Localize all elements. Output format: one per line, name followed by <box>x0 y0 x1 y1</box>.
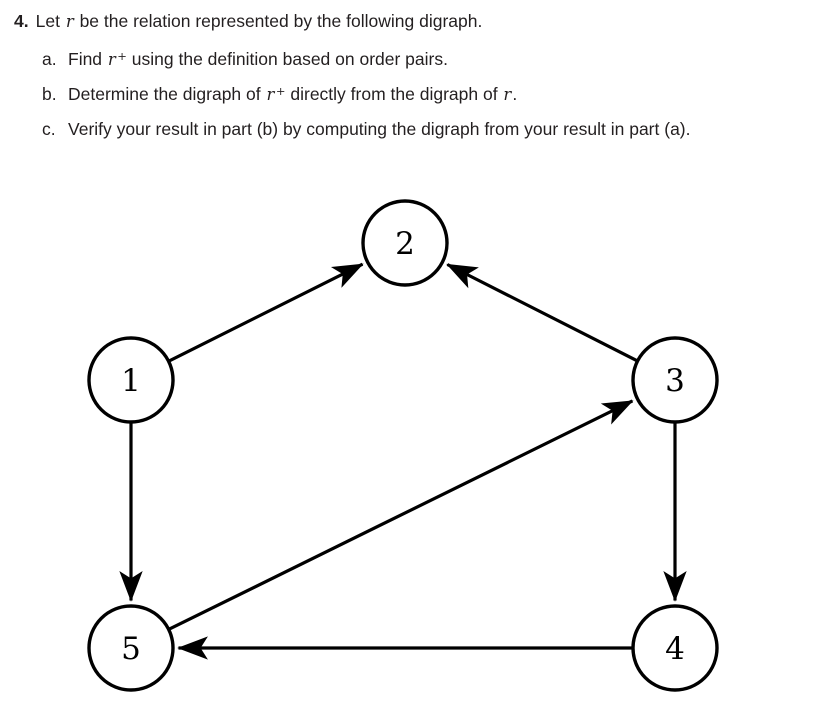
digraph-figure: 1 2 3 4 5 <box>0 188 828 714</box>
digraph-node-5: 5 <box>87 604 175 692</box>
edge-layer <box>119 262 687 660</box>
sub-marker-a: a. <box>42 49 57 70</box>
node-label-3: 3 <box>665 363 685 399</box>
question-stem-text: Let r be the relation represented by the… <box>36 10 814 33</box>
sub-marker-b: b. <box>42 84 57 105</box>
digraph-node-2: 2 <box>361 199 449 287</box>
sub-question-list: a. Find r+ using the definition based on… <box>14 47 814 141</box>
math-superscript-plus: + <box>275 83 286 98</box>
sub-a-suffix: using the definition based on order pair… <box>126 49 448 70</box>
node-layer: 1 2 3 4 5 <box>87 199 719 692</box>
question-stem: 4. Let r be the relation represented by … <box>14 10 814 33</box>
sub-a-prefix: Find <box>68 49 107 70</box>
digraph-edge-5-to-3 <box>168 399 634 631</box>
node-label-1: 1 <box>121 363 141 399</box>
sub-b-prefix: Determine the digraph of <box>68 84 266 105</box>
node-circle-4 <box>631 604 719 692</box>
sub-b-tail-suffix: . <box>512 84 518 105</box>
node-circle-2 <box>361 199 449 287</box>
node-label-4: 4 <box>665 631 685 667</box>
sub-question-b: b. Determine the digraph of r+ directly … <box>14 82 814 107</box>
question-block: 4. Let r be the relation represented by … <box>0 0 828 151</box>
math-variable-r: r <box>65 12 74 31</box>
math-superscript-plus: + <box>117 48 127 63</box>
digraph-node-3: 3 <box>631 336 719 424</box>
digraph-node-4: 4 <box>631 604 719 692</box>
node-circle-3 <box>631 336 719 424</box>
digraph-canvas: 1 2 3 4 5 <box>87 199 719 692</box>
question-stem-suffix: be the relation represented by the follo… <box>74 11 483 31</box>
node-label-5: 5 <box>121 631 141 667</box>
sub-b-suffix: directly from the digraph of <box>285 84 503 105</box>
math-variable-r-tail: r <box>503 85 512 105</box>
node-circle-1 <box>87 336 175 424</box>
node-label-2: 2 <box>395 226 415 262</box>
sub-marker-c: c. <box>42 118 56 139</box>
math-variable-r: r <box>107 50 116 70</box>
digraph-node-1: 1 <box>87 336 175 424</box>
node-circle-5 <box>87 604 175 692</box>
math-variable-r: r <box>266 85 275 105</box>
sub-question-a: a. Find r+ using the definition based on… <box>14 47 814 72</box>
question-stem-prefix: Let <box>35 11 65 31</box>
sub-text-b: Determine the digraph of r+ directly fro… <box>68 82 758 107</box>
digraph-edge-1-to-2 <box>168 262 364 363</box>
sub-text-c: Verify your result in part (b) by comput… <box>68 118 691 139</box>
sub-text-a: Find r+ using the definition based on or… <box>68 47 758 72</box>
question-number: 4. <box>14 11 29 31</box>
digraph-edge-3-to-2 <box>446 263 638 362</box>
sub-question-c: c. Verify your result in part (b) by com… <box>14 117 814 141</box>
